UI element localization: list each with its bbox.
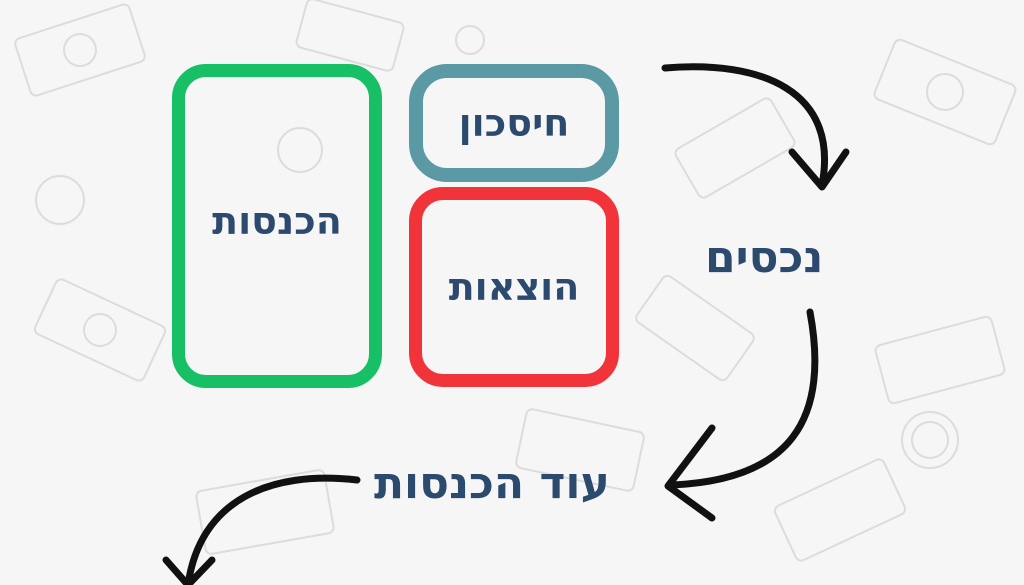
arrow-head-3 — [162, 556, 216, 585]
more-income-label: עוד הכנסות — [374, 458, 610, 509]
expenses-label: הוצאות — [448, 265, 580, 309]
arrow-more-income-down — [184, 474, 361, 585]
arrow-assets-to-more-income — [668, 308, 819, 489]
savings-label: חיסכון — [458, 101, 570, 145]
expenses-box: הוצאות — [409, 187, 619, 387]
arrow-head-2 — [664, 424, 716, 522]
arrow-savings-to-assets — [661, 63, 828, 189]
arrow-head-1 — [788, 148, 850, 191]
income-box: הכנסות — [172, 64, 382, 388]
savings-box: חיסכון — [409, 64, 619, 182]
income-label: הכנסות — [212, 199, 342, 243]
assets-label: נכסים — [705, 232, 824, 283]
